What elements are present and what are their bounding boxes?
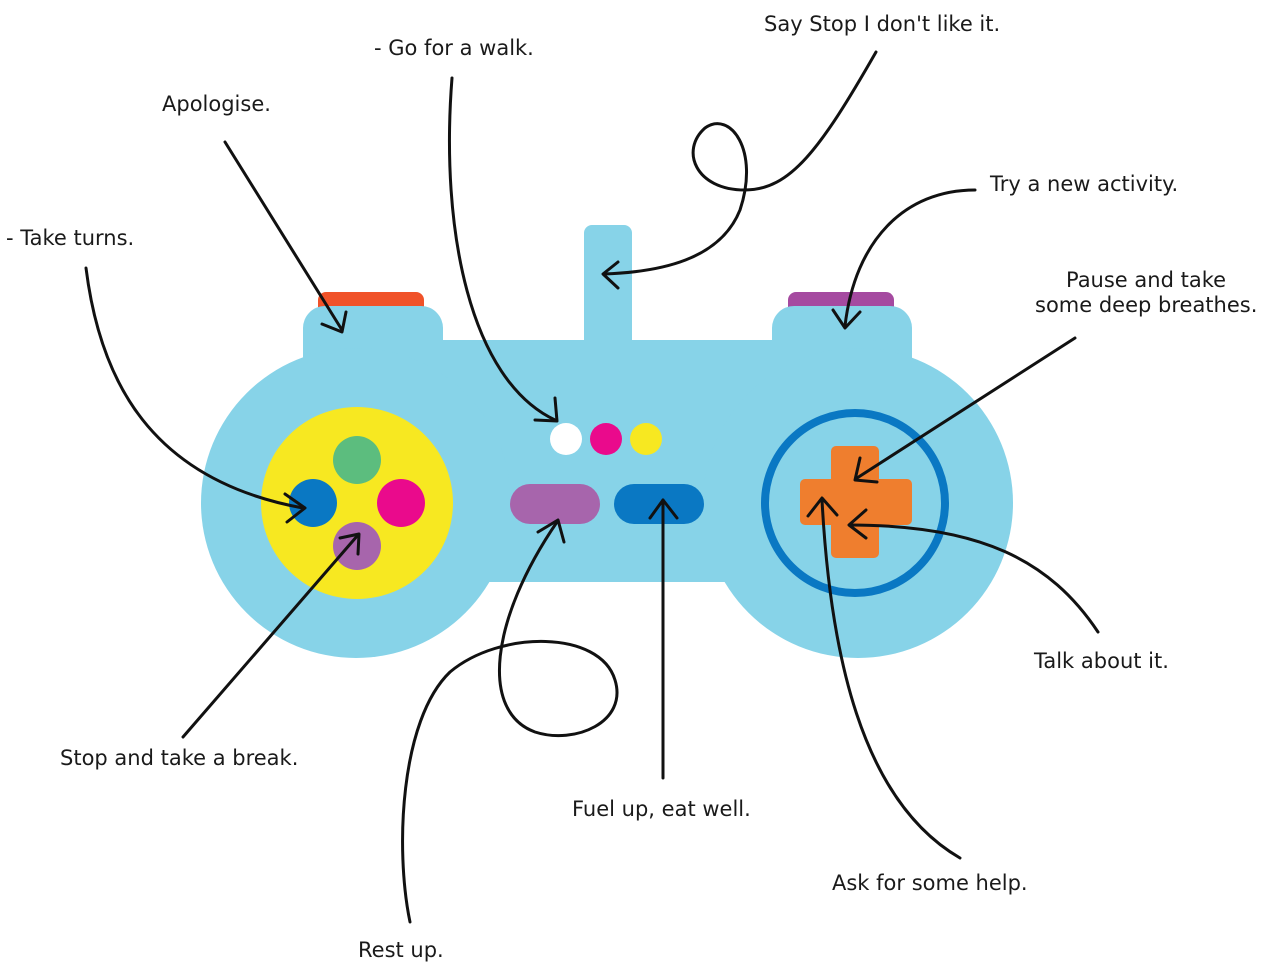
arrowhead-take-turns xyxy=(283,492,307,524)
controller-cable xyxy=(584,225,632,365)
label-rest: Rest up. xyxy=(358,938,444,962)
arrow-new-activity xyxy=(843,188,977,328)
arrow-take-turns xyxy=(84,266,305,510)
arrow-ask-help xyxy=(820,498,962,860)
label-pause-line1: Pause and take xyxy=(1065,268,1227,292)
arrowhead-ask-help xyxy=(806,496,839,518)
label-new-activity: Try a new activity. xyxy=(990,172,1179,196)
dpad-ring xyxy=(761,409,949,597)
arrowhead-stop-break xyxy=(338,532,361,556)
label-say-stop: Say Stop I don't like it. xyxy=(764,12,1001,36)
label-go-walk: - Go for a walk. xyxy=(374,36,534,60)
arrowhead-new-activity xyxy=(831,308,862,330)
yellow-mini-button xyxy=(630,423,662,455)
arrow-stop-break xyxy=(181,533,360,739)
annotation-arrows xyxy=(84,50,1100,924)
green-button xyxy=(333,436,381,484)
pink-mini-button xyxy=(590,423,622,455)
label-ask-help: Ask for some help. xyxy=(832,871,1028,895)
blue-button xyxy=(289,479,337,527)
arrowhead-pause xyxy=(853,456,879,484)
arrow-say-stop xyxy=(602,50,878,276)
label-fuel: Fuel up, eat well. xyxy=(572,797,751,821)
action-pad-ring xyxy=(261,407,453,599)
label-stop-break: Stop and take a break. xyxy=(60,746,299,770)
arrowhead-go-walk xyxy=(533,396,559,423)
label-pause-line2: some deep breathes. xyxy=(1035,293,1258,318)
arrowhead-rest xyxy=(536,518,566,544)
label-apologise: Apologise. xyxy=(162,92,271,116)
arrow-talk xyxy=(848,523,1100,634)
label-pause: Pause and take some deep breathes. xyxy=(1035,268,1257,318)
arrow-go-walk xyxy=(447,76,557,422)
pink-button xyxy=(377,479,425,527)
arrow-apologise xyxy=(223,140,344,332)
white-mini-button xyxy=(550,423,582,455)
arrowhead-say-stop xyxy=(601,260,620,290)
select-button xyxy=(510,484,600,524)
label-take-turns: - Take turns. xyxy=(6,226,135,250)
arrowhead-fuel xyxy=(648,498,679,520)
arrowhead-talk xyxy=(847,508,868,540)
arrow-pause xyxy=(855,336,1077,480)
dpad-cross xyxy=(800,446,912,558)
label-talk: Talk about it. xyxy=(1034,649,1169,673)
arrow-rest xyxy=(401,520,619,924)
arrowhead-apologise xyxy=(320,310,348,334)
